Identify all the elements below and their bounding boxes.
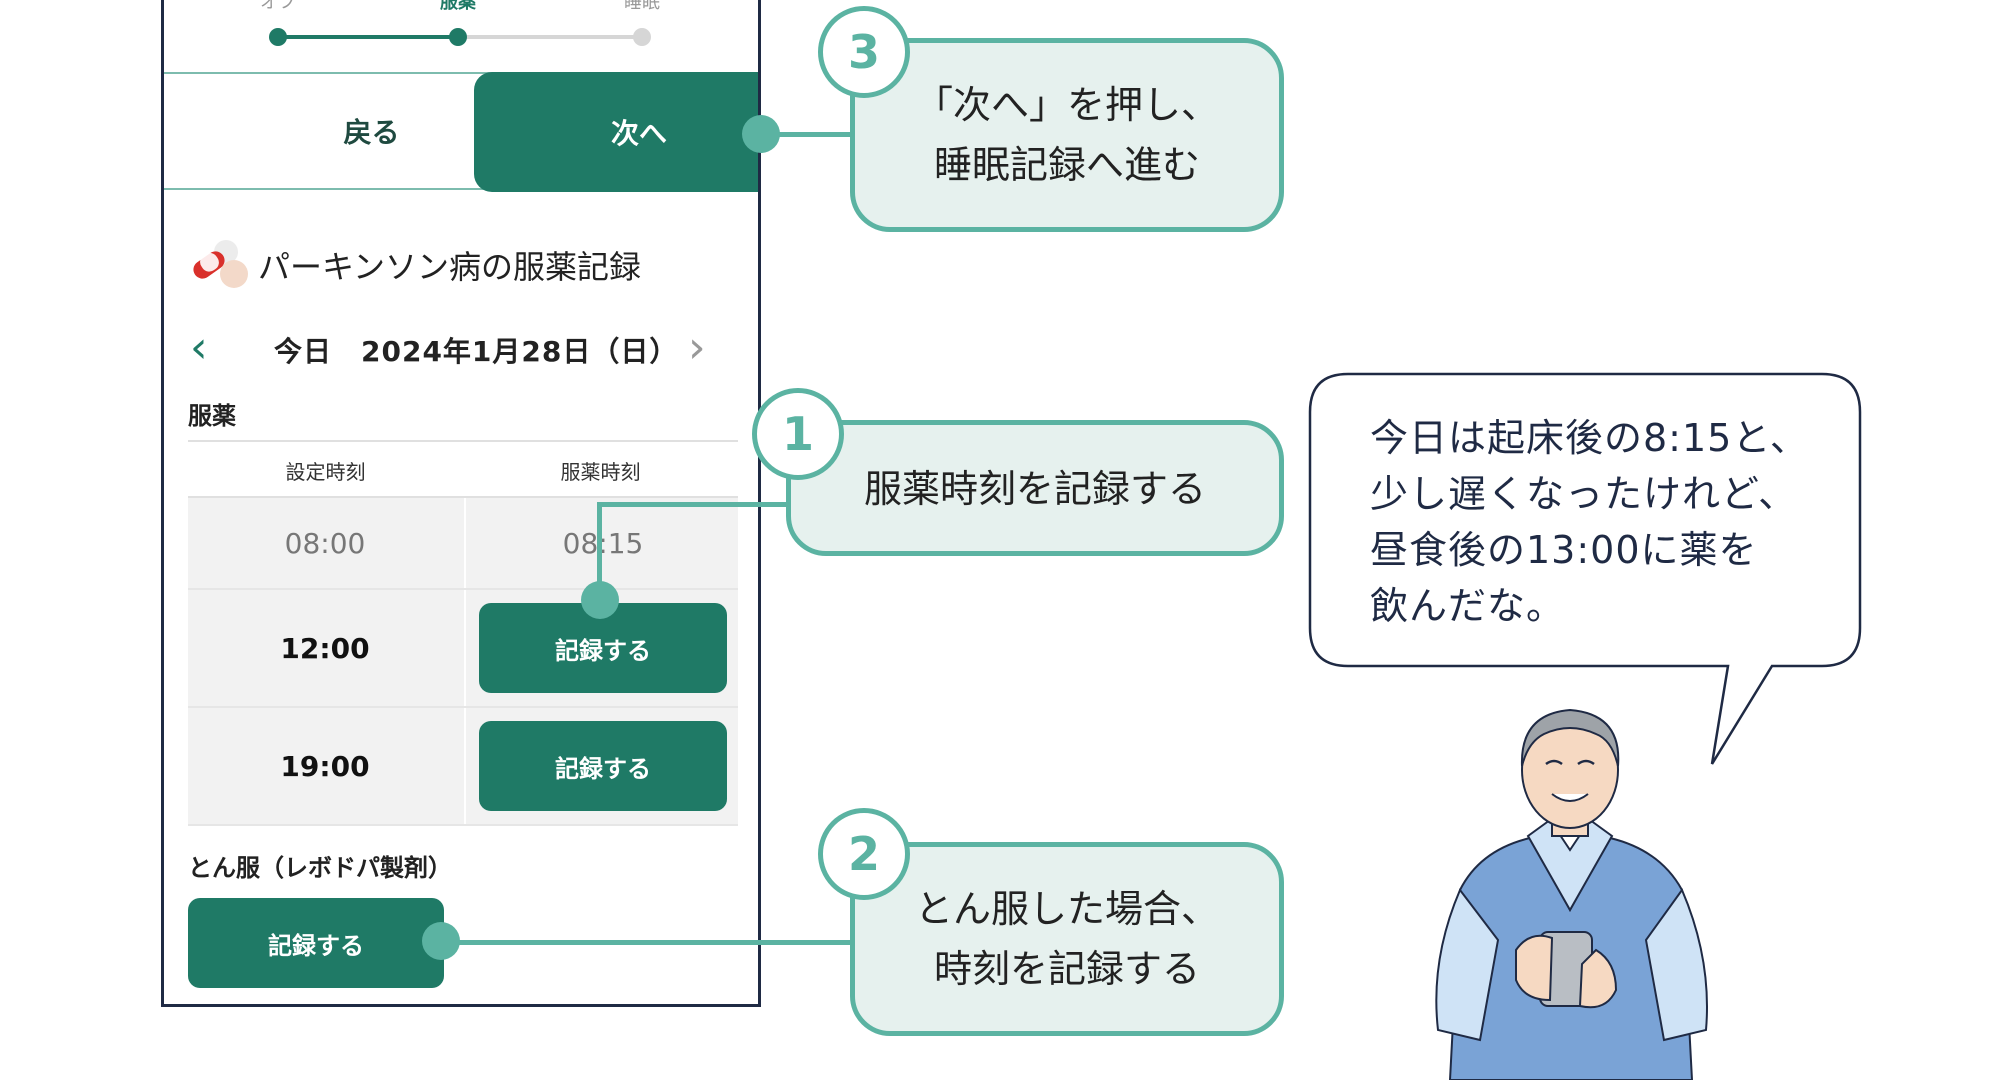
step-label-medication: 服薬 (440, 0, 476, 13)
table-header: 設定時刻 服薬時刻 (188, 440, 738, 498)
table-row: 12:00 記録する (188, 590, 738, 708)
callout-1-line-1: 服薬時刻を記録する (863, 467, 1206, 511)
callout-2-line-1: とん服した場合、 (914, 887, 1219, 931)
table-row: 08:00 08:15 (188, 498, 738, 590)
record-title: パーキンソン病の服薬記録 (258, 248, 642, 286)
column-taken-time: 服薬時刻 (560, 460, 641, 484)
connector-dot-3 (742, 115, 780, 153)
connector-2 (440, 940, 870, 945)
next-button[interactable]: 次へ (474, 72, 758, 192)
callout-3: 「次へ」を押し、 睡眠記録へ進む (850, 38, 1284, 232)
chevron-left-icon[interactable]: ‹ (190, 322, 208, 373)
date-navigator: ‹ 今日 2024年1月28日（日） › (188, 322, 738, 374)
current-date: 今日 2024年1月28日（日） (274, 335, 679, 368)
column-set-time: 設定時刻 (285, 460, 366, 484)
callout-3-line-2: 睡眠記録へ進む (933, 143, 1200, 187)
callout-number-2: 2 (818, 808, 910, 900)
speech-line-1: 今日は起床後の8:15と、 (1370, 416, 1809, 460)
table-row: 19:00 記録する (188, 708, 738, 826)
medication-table: 設定時刻 服薬時刻 08:00 08:15 12:00 記録する 19:00 記… (188, 440, 738, 826)
connector-dot-1 (581, 581, 619, 619)
set-time-cell: 19:00 (280, 749, 370, 783)
progress-stepper: オフ 服薬 睡眠 (164, 0, 758, 60)
stepper-line-todo (458, 35, 642, 39)
medication-section-label: 服薬 (188, 402, 236, 430)
callout-number-1: 1 (752, 388, 844, 480)
prn-section-label: とん服（レボドパ製剤） (188, 854, 452, 882)
taken-time-cell: 08:15 (464, 498, 740, 588)
step-dot-sleep[interactable] (633, 28, 651, 46)
stepper-line-done (278, 35, 458, 39)
speech-bubble: 今日は起床後の8:15と、 少し遅くなったけれど、 昼食後の13:00に薬を 飲… (1308, 372, 1862, 765)
record-cell: 記録する (464, 708, 740, 824)
step-label-sleep: 睡眠 (624, 0, 660, 13)
speech-line-3: 昼食後の13:00に薬を (1370, 528, 1758, 572)
chevron-right-icon[interactable]: › (688, 322, 706, 373)
speech-text: 今日は起床後の8:15と、 少し遅くなったけれど、 昼食後の13:00に薬を 飲… (1370, 410, 1809, 634)
speech-bubble-shape (1308, 372, 1862, 765)
callout-2-line-2: 時刻を記録する (933, 947, 1200, 991)
set-time-cell: 12:00 (280, 631, 370, 665)
record-button[interactable]: 記録する (479, 721, 727, 811)
connector-1-vertical (597, 502, 602, 602)
callout-number-3: 3 (818, 6, 910, 98)
connector-3 (762, 132, 862, 137)
pill-icon (188, 238, 248, 292)
speech-line-4: 飲んだな。 (1370, 584, 1566, 628)
callout-1: 服薬時刻を記録する (786, 420, 1284, 556)
record-title-row: パーキンソン病の服薬記録 (188, 238, 641, 292)
callout-3-line-1: 「次へ」を押し、 (914, 83, 1219, 127)
step-label-off: オフ (260, 0, 296, 13)
elderly-man-illustration (1435, 708, 1708, 1080)
speech-line-2: 少し遅くなったけれど、 (1370, 472, 1798, 516)
prn-record-button[interactable]: 記録する (188, 898, 444, 988)
connector-1-horizontal (597, 502, 809, 507)
connector-dot-2 (422, 922, 460, 960)
callout-2: とん服した場合、 時刻を記録する (850, 842, 1284, 1036)
step-dot-off[interactable] (269, 28, 287, 46)
step-dot-medication[interactable] (449, 28, 467, 46)
set-time-cell: 08:00 (284, 526, 366, 560)
